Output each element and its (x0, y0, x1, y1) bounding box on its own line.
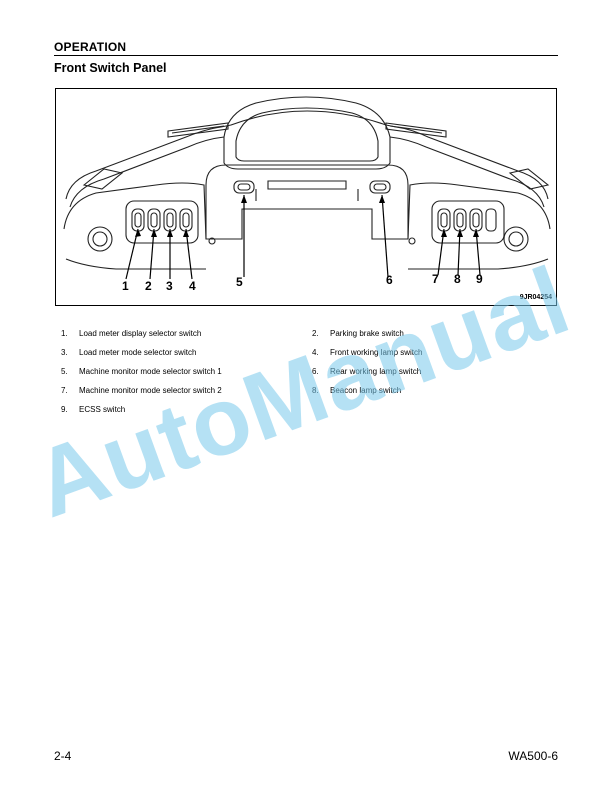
callout-8: 8 (454, 272, 461, 286)
legend-item: 5. Machine monitor mode selector switch 1 (61, 367, 222, 376)
legend-label: Parking brake switch (330, 329, 404, 338)
callout-9: 9 (476, 272, 483, 286)
callout-7: 7 (432, 272, 439, 286)
legend-number: 6. (312, 367, 319, 376)
legend-item: 1. Load meter display selector switch (61, 329, 201, 338)
legend-number: 4. (312, 348, 319, 357)
figure-id: 9JR04254 (519, 294, 552, 301)
legend-item: 8. Beacon lamp switch (312, 386, 401, 395)
legend-label: Front working lamp switch (330, 348, 423, 357)
legend-label: Beacon lamp switch (330, 386, 402, 395)
legend-number: 9. (61, 405, 68, 414)
page-number: 2-4 (54, 749, 72, 763)
legend-number: 7. (61, 386, 68, 395)
legend-item: 4. Front working lamp switch (312, 348, 422, 357)
switch-panel-illustration (63, 96, 551, 280)
legend-label: Rear working lamp switch (330, 367, 422, 376)
legend-number: 3. (61, 348, 68, 357)
switch-panel-figure: 1 2 3 4 5 6 7 8 9 9JR04254 (55, 88, 557, 306)
legend-number: 8. (312, 386, 319, 395)
legend-number: 2. (312, 329, 319, 338)
legend-label: Machine monitor mode selector switch 1 (79, 367, 222, 376)
page-title: Front Switch Panel (54, 61, 167, 75)
callout-5: 5 (236, 275, 243, 289)
legend-number: 5. (61, 367, 68, 376)
legend-label: ECSS switch (79, 405, 126, 414)
legend-item: 7. Machine monitor mode selector switch 2 (61, 386, 222, 395)
legend-label: Machine monitor mode selector switch 2 (79, 386, 222, 395)
callout-3: 3 (166, 279, 173, 293)
legend-item: 3. Load meter mode selector switch (61, 348, 196, 357)
legend-label: Load meter mode selector switch (79, 348, 197, 357)
legend-item: 6. Rear working lamp switch (312, 367, 421, 376)
callout-6: 6 (386, 273, 393, 287)
callout-1: 1 (122, 279, 129, 293)
legend-item: 2. Parking brake switch (312, 329, 404, 338)
legend-item: 9. ECSS switch (61, 405, 125, 414)
callout-2: 2 (145, 279, 152, 293)
model-number: WA500-6 (508, 749, 558, 763)
section-header: OPERATION (54, 40, 558, 56)
callout-4: 4 (189, 279, 196, 293)
legend-label: Load meter display selector switch (79, 329, 202, 338)
legend-number: 1. (61, 329, 68, 338)
